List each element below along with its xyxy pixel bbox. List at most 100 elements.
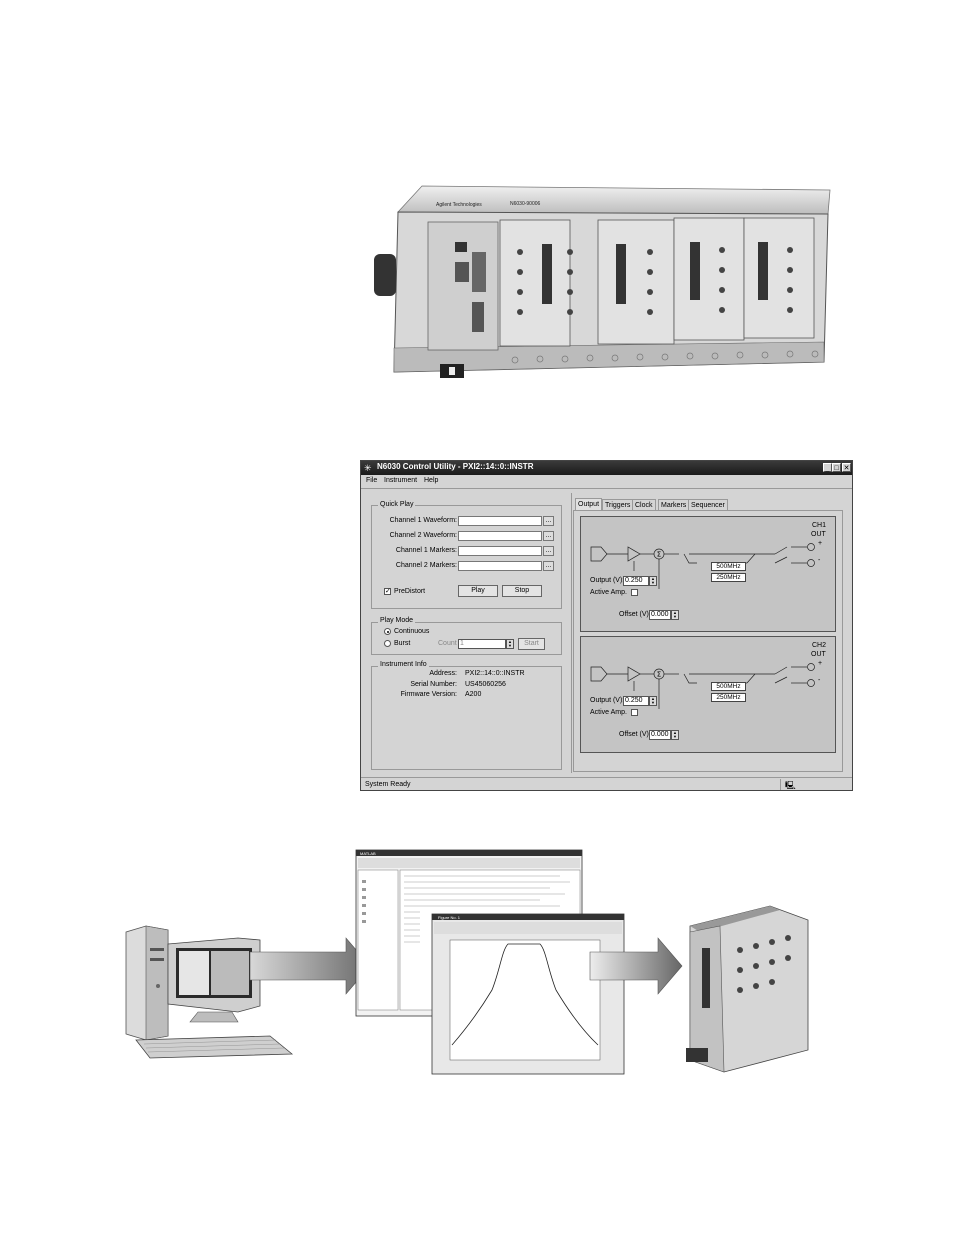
predistort-label: PreDistort <box>394 588 426 595</box>
start-button[interactable]: Start <box>518 638 545 650</box>
ch2-active-amp-checkbox[interactable] <box>631 709 638 716</box>
serial-number-value: US45060256 <box>465 681 506 688</box>
channel-2-signal-path: Σ <box>590 663 815 709</box>
control-utility-window: ✳ N6030 Control Utility - PXI2::14::0::I… <box>360 460 853 791</box>
quick-play-group <box>371 505 562 609</box>
ch1-active-amp-checkbox[interactable] <box>631 589 638 596</box>
ch1-minus: - <box>818 557 821 564</box>
firmware-version-label: Firmware Version: <box>400 691 457 698</box>
ch2-offset-label: Offset (V): <box>619 731 651 738</box>
status-bar: System Ready 🖳 <box>361 777 852 791</box>
ch1-markers-browse-button[interactable]: ... <box>543 546 554 556</box>
status-divider <box>780 779 781 790</box>
menu-file[interactable]: File <box>366 477 378 484</box>
ch1-offset-spinner[interactable]: ▲▼ <box>671 610 679 620</box>
ch2-markers-label: Channel 2 Markers: <box>395 562 457 569</box>
continuous-radio[interactable] <box>384 628 391 635</box>
ch1-out: OUT <box>811 531 826 538</box>
matlab-figure-window: Figure No. 1 <box>431 913 625 1075</box>
instrument-info-label: Instrument Info <box>378 661 429 668</box>
burst-radio[interactable] <box>384 640 391 647</box>
ch2-500mhz-filter[interactable]: 500MHz <box>711 682 746 691</box>
menu-bar: File Instrument Help <box>361 476 852 487</box>
menu-help[interactable]: Help <box>424 477 439 484</box>
play-mode-label: Play Mode <box>378 617 416 624</box>
ch2-plus: + <box>818 660 823 667</box>
arrow-pc-to-software <box>249 937 371 995</box>
ch2-output-spinner[interactable]: ▲▼ <box>649 696 657 706</box>
ch2-waveform-browse-button[interactable]: ... <box>543 531 554 541</box>
minimize-button[interactable]: _ <box>823 463 832 472</box>
figure-plot-line <box>451 943 599 1046</box>
ch2-waveform-input[interactable] <box>458 531 542 541</box>
address-value: PXI2::14::0::INSTR <box>465 670 525 677</box>
ch2-offset-input[interactable]: 0.000 <box>649 730 671 740</box>
ch1-output-input[interactable]: 0.250 <box>623 576 649 586</box>
title-bar[interactable]: ✳ N6030 Control Utility - PXI2::14::0::I… <box>361 461 852 475</box>
chassis-model: N6030-90006 <box>510 201 541 207</box>
tab-sequencer[interactable]: Sequencer <box>688 499 728 510</box>
ch2-out: OUT <box>811 651 826 658</box>
ch2-name: CH2 <box>812 642 827 649</box>
ch1-markers-label: Channel 1 Markers: <box>395 547 457 554</box>
instrument-info-group <box>371 666 562 770</box>
ch1-output-label: Output (V): <box>590 577 625 584</box>
predistort-checkbox[interactable]: ✓ <box>384 588 391 595</box>
serial-number-label: Serial Number: <box>410 681 457 688</box>
ch2-active-amp-label: Active Amp. <box>590 709 627 716</box>
menu-divider <box>361 488 852 489</box>
pane-divider <box>571 493 572 773</box>
ch1-waveform-label: Channel 1 Waveform: <box>389 517 457 524</box>
tab-triggers[interactable]: Triggers <box>602 499 634 510</box>
svg-text:Σ: Σ <box>657 671 661 679</box>
network-icon: 🖳 <box>785 781 796 790</box>
workflow-illustration: MATLAB Figure No. 1 <box>125 849 809 1075</box>
ch1-name: CH1 <box>812 522 827 529</box>
address-label: Address: <box>429 670 457 677</box>
count-input[interactable]: 1 <box>458 639 506 649</box>
ch1-offset-input[interactable]: 0.000 <box>649 610 671 620</box>
menu-instrument[interactable]: Instrument <box>384 477 418 484</box>
ch1-output-spinner[interactable]: ▲▼ <box>649 576 657 586</box>
ch2-output-label: Output (V): <box>590 697 625 704</box>
arrow-software-to-module <box>589 937 683 995</box>
play-button[interactable]: Play <box>458 585 498 597</box>
ch1-offset-label: Offset (V): <box>619 611 651 618</box>
pc-monitor <box>167 937 261 1023</box>
ch1-waveform-browse-button[interactable]: ... <box>543 516 554 526</box>
tab-clock[interactable]: Clock <box>632 499 656 510</box>
ch2-markers-input[interactable] <box>458 561 542 571</box>
ch2-minus: - <box>818 677 821 684</box>
maximize-button[interactable]: □ <box>832 463 841 472</box>
ch1-waveform-input[interactable] <box>458 516 542 526</box>
ch2-output-input[interactable]: 0.250 <box>623 696 649 706</box>
ch1-250mhz-filter[interactable]: 250MHz <box>711 573 746 582</box>
tab-output[interactable]: Output <box>575 498 603 510</box>
pxi-chassis-photo: Agilent Technologies N6030-90006 <box>374 185 831 378</box>
keyboard <box>135 1035 294 1059</box>
play-mode-group <box>371 622 562 655</box>
ch2-offset-spinner[interactable]: ▲▼ <box>671 730 679 740</box>
matlab-title: MATLAB <box>360 851 376 856</box>
ch2-markers-browse-button[interactable]: ... <box>543 561 554 571</box>
pxi-module <box>686 905 809 1073</box>
ch1-500mhz-filter[interactable]: 500MHz <box>711 562 746 571</box>
figure-title: Figure No. 1 <box>438 915 461 920</box>
channel-1-signal-path: Σ <box>590 543 815 589</box>
count-spinner[interactable]: ▲▼ <box>506 639 514 649</box>
burst-label: Burst <box>394 640 411 647</box>
ch1-active-amp-label: Active Amp. <box>590 589 627 596</box>
chassis-brand: Agilent Technologies <box>436 202 482 208</box>
firmware-version-value: A200 <box>465 691 482 698</box>
status-text: System Ready <box>365 781 411 788</box>
count-label: Count <box>438 640 457 647</box>
close-button[interactable]: ✕ <box>842 463 851 472</box>
stop-button[interactable]: Stop <box>502 585 542 597</box>
channel-2-panel: Σ CH2 OUT + - 500MHz 250MHz Output (V): … <box>580 636 836 753</box>
continuous-label: Continuous <box>394 628 430 635</box>
svg-text:Σ: Σ <box>657 551 661 559</box>
ch1-markers-input[interactable] <box>458 546 542 556</box>
ch2-250mhz-filter[interactable]: 250MHz <box>711 693 746 702</box>
pc-tower <box>125 925 169 1041</box>
tab-markers[interactable]: Markers <box>658 499 690 510</box>
